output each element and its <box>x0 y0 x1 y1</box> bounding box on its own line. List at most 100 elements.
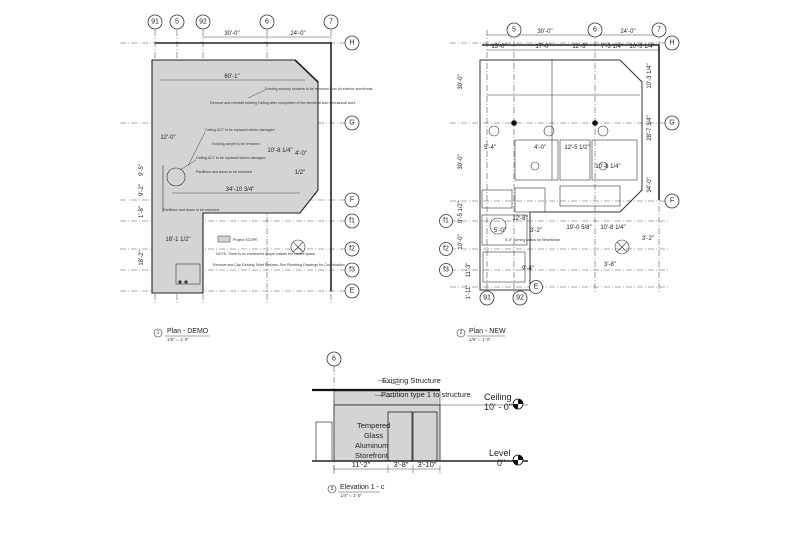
demo-grid-bubble <box>344 241 360 257</box>
elev-leader <box>374 394 396 398</box>
elev-grid-bubble <box>326 351 342 367</box>
new-title-marker <box>456 328 466 338</box>
demo-legend-swatch <box>217 235 231 243</box>
new-fixture-x <box>616 241 628 253</box>
demo-leader <box>247 89 266 99</box>
new-top-dim: 30'-0" <box>537 29 552 35</box>
new-toilet-room <box>481 214 528 246</box>
elev-label-partition: Partition type 1 to structure <box>381 390 471 399</box>
demo-grid-bubble <box>169 14 185 30</box>
demo-angled-wall <box>294 59 319 83</box>
new-grid-bubble <box>439 263 453 277</box>
new-grid-bubble <box>664 35 680 51</box>
demo-dim-text: 34'-10 3/4" <box>226 187 255 193</box>
demo-dim-text: 10'-8 1/4" <box>267 148 292 154</box>
demo-dim-text: 1/2" <box>295 170 305 176</box>
demo-note: Existing security shutters to be removed… <box>265 87 373 91</box>
new-right-dim: 10'-3 1/4" <box>647 63 653 88</box>
new-grid-bubble <box>479 290 495 306</box>
new-turning-note: 5'-0" Turning radius for Wheelchair <box>505 238 561 242</box>
elev-storefront-label: Aluminum <box>355 441 388 450</box>
demo-title: Plan - DEMO <box>167 328 209 335</box>
demo-scope-note: NOTE: There is no envisioned scope outsi… <box>216 252 316 256</box>
new-plan: 30'-0" 24'-0" 13'-0" 17'-0" 12'-3" 7'-3 … <box>439 22 680 342</box>
demo-grid-bubble <box>344 283 360 299</box>
new-grid-label: f2 <box>443 246 449 253</box>
demo-dim-text: 4'-0" <box>295 151 307 157</box>
demo-grid-bubble <box>344 35 360 51</box>
demo-toilet-room <box>175 263 201 285</box>
demo-scale: 1/8" = 1'-0" <box>167 337 189 342</box>
demo-grid-label: E <box>350 288 355 295</box>
new-grid-bubble <box>439 242 453 256</box>
new-left-dim: 10'-0" <box>458 234 464 249</box>
new-grid-bubble <box>664 193 680 209</box>
elev-dim-text: 3'-10" <box>417 460 436 469</box>
new-left-dim: 9'-5 1/2" <box>458 201 464 223</box>
new-right-dim: 10'-8 1/4" <box>595 164 620 170</box>
new-title: Plan - NEW <box>469 328 506 335</box>
elev-storefront-label: Glass <box>364 431 383 440</box>
elev-storefront-label: Tempered <box>357 421 390 430</box>
new-table-icon <box>598 161 608 171</box>
new-room <box>591 139 638 181</box>
new-room <box>559 185 621 207</box>
new-left-dim: 1'-11" <box>466 285 472 300</box>
demo-building-wall <box>155 42 332 291</box>
elev-dim-text: 11'-2" <box>352 460 371 469</box>
new-top-dim: 10'-3 1/4" <box>629 44 654 50</box>
new-inner-dim: 3'-2" <box>530 228 542 234</box>
new-column-icon <box>592 120 598 126</box>
demo-dim-text: 9'-2" <box>139 184 145 196</box>
new-grid-label: 92 <box>516 295 524 302</box>
new-grid-bubble <box>651 22 667 38</box>
new-grid-label: f1 <box>443 218 449 225</box>
new-turning-radius-icon <box>489 217 507 235</box>
new-inner-dim: 3'-8" <box>604 262 616 268</box>
new-title-number: 2 <box>460 330 463 336</box>
new-grid-bubble <box>439 214 453 228</box>
new-grid-bubble <box>506 22 522 38</box>
new-room <box>514 139 559 181</box>
demo-grid-label: 5 <box>175 19 179 26</box>
demo-grid-label: G <box>349 120 354 127</box>
demo-note: Partitions and doors to be removed <box>196 170 252 174</box>
elev-level-value: 0" <box>497 458 505 468</box>
demo-grid-label: f3 <box>349 267 355 274</box>
new-grid-bubble <box>512 290 528 306</box>
demo-grid-label: 6 <box>265 19 269 26</box>
elev-level-marker-fill <box>513 455 523 465</box>
new-inner-dim: 9'-4" <box>522 266 534 272</box>
elevation: 6 Existing Structure Partition type 1 to… <box>312 351 528 498</box>
demo-title-number: 1 <box>157 330 160 336</box>
demo-grid-bubble <box>147 14 163 30</box>
new-inner-dim: 10'-8 1/4" <box>600 225 625 231</box>
demo-grid-bubble <box>344 213 360 229</box>
new-top-dim: 13'-0" <box>491 44 506 50</box>
new-top-dim: 24'-0" <box>620 29 635 35</box>
demo-note: Remove and Cap Existing Toilet Fixtures.… <box>213 263 345 267</box>
demo-grid-bubble <box>259 14 275 30</box>
new-grid-label: E <box>534 284 539 291</box>
new-grid-label: f3 <box>443 267 449 274</box>
new-left-dim: 30'-0" <box>458 74 464 89</box>
demo-plan: 60'-1" 10'-8 1/4" 4'-0" 1/2" 34'-10 3/4"… <box>120 14 373 342</box>
demo-leader <box>187 131 206 167</box>
demo-grid-bubble <box>344 192 360 208</box>
new-grid-label: 91 <box>483 295 491 302</box>
demo-grid-label: H <box>349 40 354 47</box>
new-grid-label: 7 <box>657 27 661 34</box>
new-grid-bubble <box>529 280 543 294</box>
elev-leader <box>377 379 401 386</box>
new-left-dim: 11'-3" <box>466 263 472 278</box>
new-grid-bubble <box>587 22 603 38</box>
new-table-icon <box>530 161 540 171</box>
new-column-icon <box>511 120 517 126</box>
new-table-icon <box>597 125 609 137</box>
elev-grid-label: 6 <box>332 356 336 363</box>
demo-toilet-fixture-icon <box>178 280 182 284</box>
new-right-dim: 3'-2" <box>642 236 654 242</box>
new-room <box>482 251 526 283</box>
new-scale: 1/8" = 1'-0" <box>469 337 491 342</box>
